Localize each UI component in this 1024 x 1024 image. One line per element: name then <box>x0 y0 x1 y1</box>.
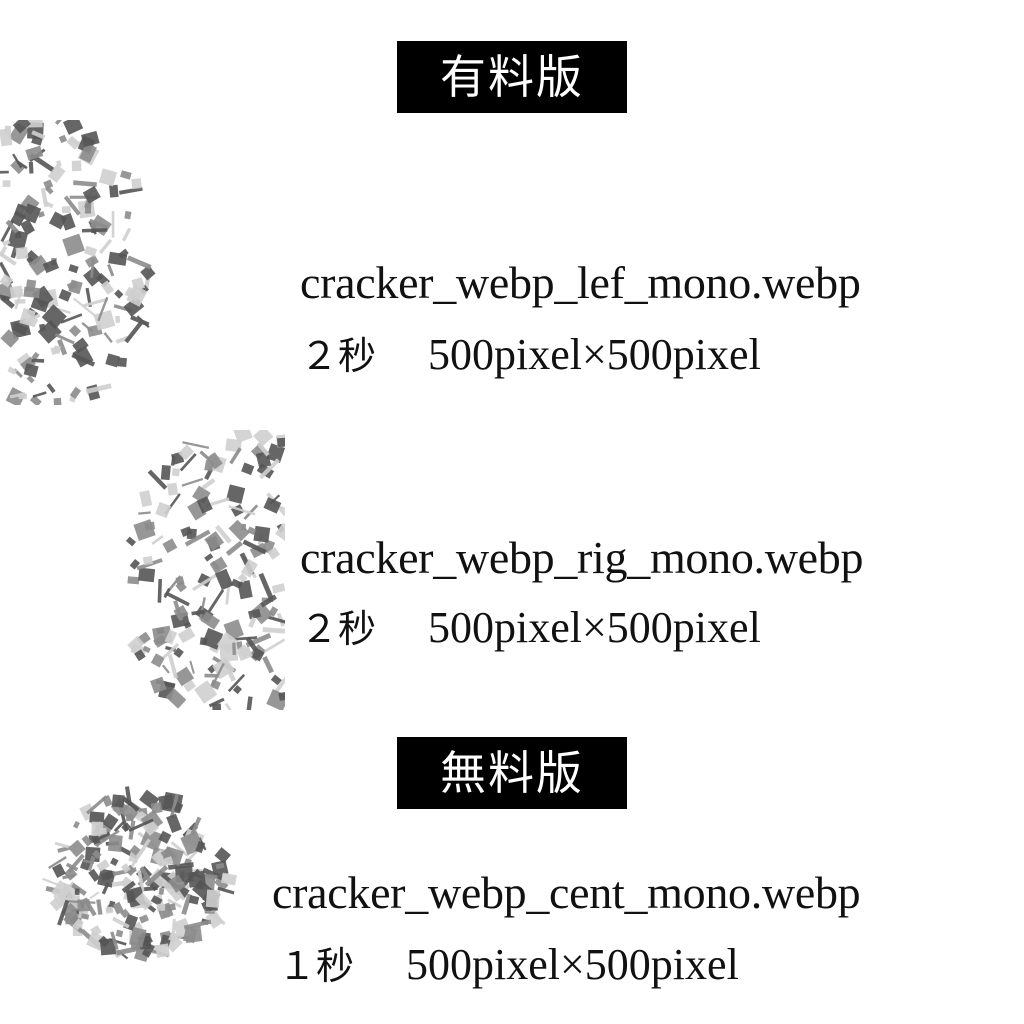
item-size: 500pixel×500pixel <box>406 940 739 989</box>
free-version-badge: 無料版 <box>397 737 627 809</box>
item-filename: cracker_webp_lef_mono.webp <box>300 257 861 308</box>
item-meta: ２秒 500pixel×500pixel <box>300 333 761 377</box>
item-meta: ２秒 500pixel×500pixel <box>300 606 761 650</box>
confetti-right-preview <box>125 430 285 710</box>
item-duration: ２秒 <box>300 607 377 651</box>
item-size: 500pixel×500pixel <box>428 603 761 652</box>
item-meta: １秒 500pixel×500pixel <box>278 943 739 987</box>
item-filename: cracker_webp_cent_mono.webp <box>272 867 861 918</box>
paid-version-badge: 有料版 <box>397 41 627 113</box>
item-size: 500pixel×500pixel <box>428 330 761 379</box>
item-duration: ２秒 <box>300 334 377 378</box>
confetti-center-preview <box>42 786 237 963</box>
item-filename: cracker_webp_rig_mono.webp <box>300 532 864 583</box>
item-duration: １秒 <box>278 944 355 988</box>
confetti-left-preview <box>0 120 156 405</box>
